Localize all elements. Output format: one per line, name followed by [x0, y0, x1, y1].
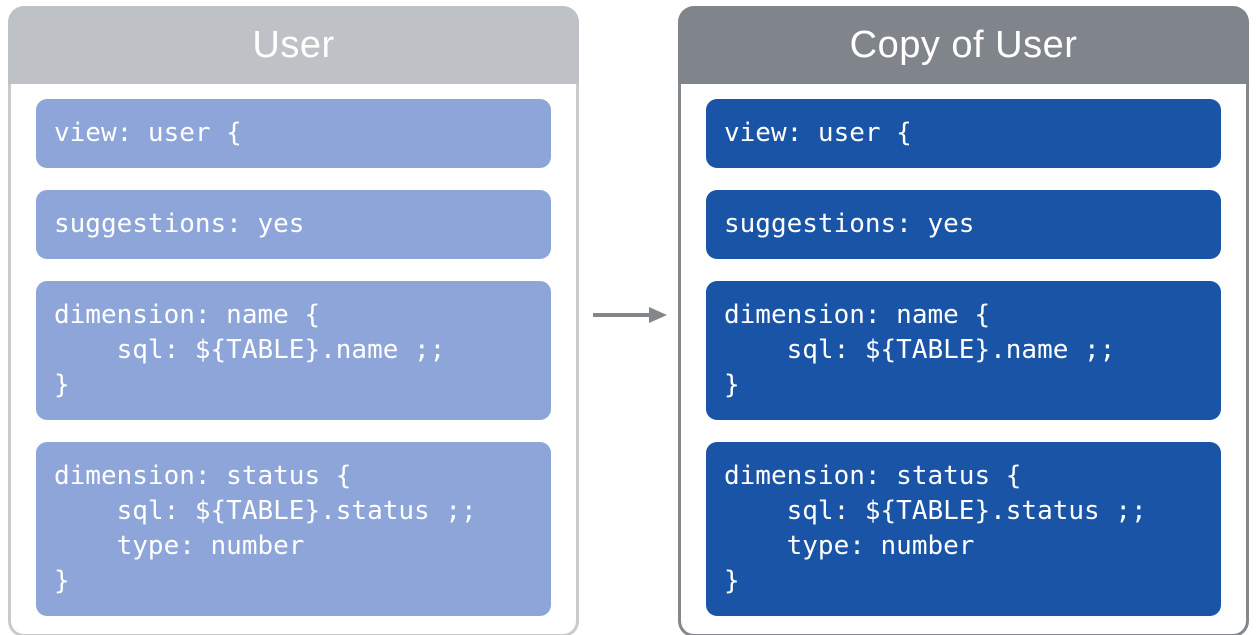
code-line: } — [54, 566, 70, 596]
code-block-dimension-status: dimension: status { sql: ${TABLE}.status… — [36, 442, 551, 616]
code-line: dimension: name { — [54, 300, 321, 330]
code-line: } — [724, 566, 740, 596]
panel-copy-of-user: Copy of User view: user { suggestions: y… — [678, 6, 1249, 635]
code-line: sql: ${TABLE}.name ;; — [54, 335, 446, 365]
code-block-dimension-name: dimension: name { sql: ${TABLE}.name ;; … — [36, 281, 551, 420]
code-block-suggestions: suggestions: yes — [36, 190, 551, 259]
code-line: suggestions: yes — [54, 209, 305, 239]
code-line: view: user { — [724, 118, 912, 148]
panel-user-body: view: user { suggestions: yes dimension:… — [8, 84, 579, 635]
code-line: } — [724, 370, 740, 400]
code-line: dimension: name { — [724, 300, 991, 330]
panel-user-title: User — [8, 6, 579, 84]
panel-copy-title: Copy of User — [678, 6, 1249, 84]
code-line: view: user { — [54, 118, 242, 148]
code-line: sql: ${TABLE}.status ;; — [724, 496, 1147, 526]
arrow-right-icon — [593, 306, 667, 324]
code-block-view: view: user { — [36, 99, 551, 168]
code-block-view-copy: view: user { — [706, 99, 1221, 168]
code-line: type: number — [54, 531, 305, 561]
code-block-dimension-status-copy: dimension: status { sql: ${TABLE}.status… — [706, 442, 1221, 616]
code-line: sql: ${TABLE}.name ;; — [724, 335, 1116, 365]
code-line: dimension: status { — [724, 461, 1022, 491]
panel-copy-body: view: user { suggestions: yes dimension:… — [678, 84, 1249, 635]
code-block-dimension-name-copy: dimension: name { sql: ${TABLE}.name ;; … — [706, 281, 1221, 420]
code-line: } — [54, 370, 70, 400]
code-line: suggestions: yes — [724, 209, 975, 239]
code-block-suggestions-copy: suggestions: yes — [706, 190, 1221, 259]
code-line: dimension: status { — [54, 461, 352, 491]
code-line: sql: ${TABLE}.status ;; — [54, 496, 477, 526]
panel-user: User view: user { suggestions: yes dimen… — [8, 6, 579, 635]
code-line: type: number — [724, 531, 975, 561]
